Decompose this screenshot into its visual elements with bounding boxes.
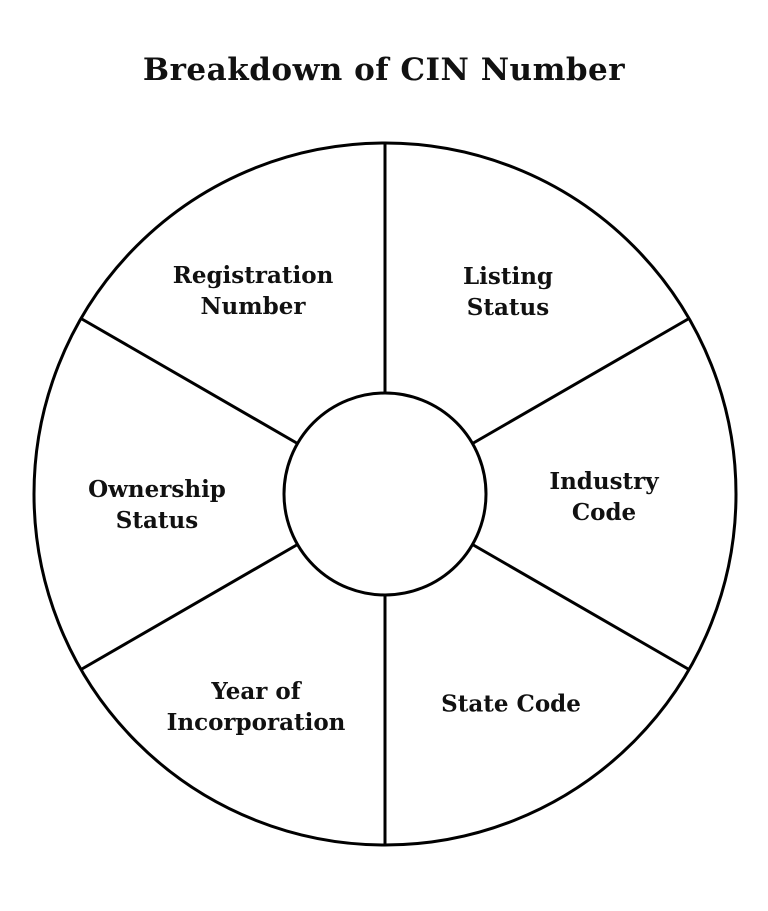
divider-line-upper-right — [471, 317, 690, 445]
segment-label-listing-status: Listing Status — [462, 263, 554, 321]
segment-label-year-of-incorporation: Year of Incorporation — [166, 678, 346, 736]
segment-label-registration-number: Registration Number — [172, 262, 334, 320]
segment-label-state-code: State Code — [441, 690, 581, 718]
inner-circle — [282, 391, 488, 597]
divider-line-lower-left — [80, 543, 299, 671]
diagram-title: Breakdown of CIN Number — [142, 52, 626, 88]
divider-line-lower-right — [471, 543, 690, 671]
segment-label-industry-code: Industry Code — [549, 468, 659, 526]
divider-line-upper-left — [80, 317, 299, 445]
segment-label-ownership-status: Ownership Status — [88, 476, 226, 534]
